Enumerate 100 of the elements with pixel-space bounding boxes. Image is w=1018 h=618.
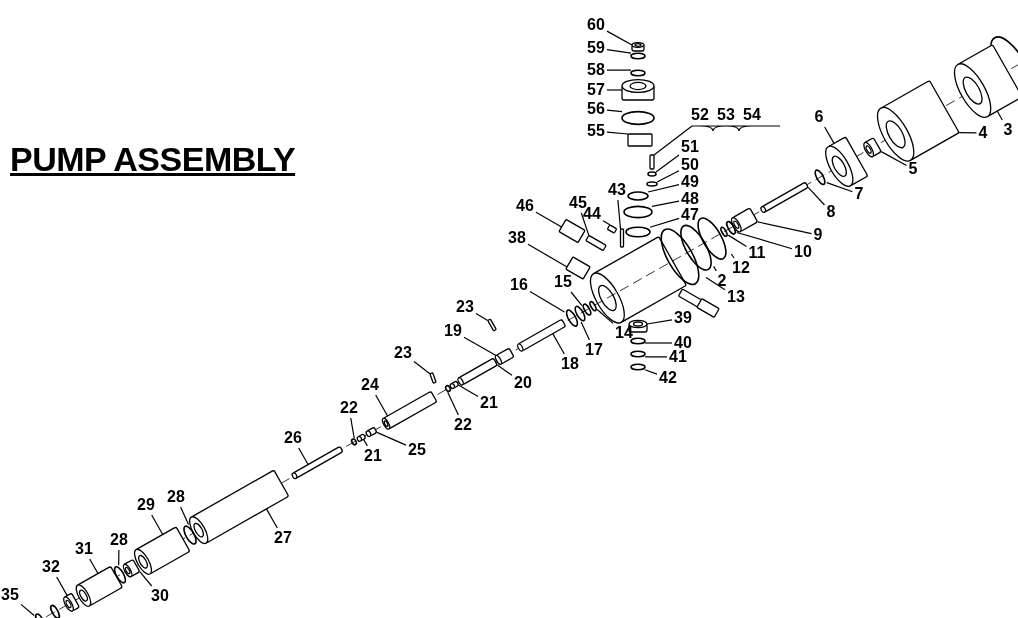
leader-line xyxy=(644,342,673,344)
pin-part xyxy=(606,224,618,234)
leader-line xyxy=(606,69,632,71)
leader-line xyxy=(807,186,826,206)
leader-line xyxy=(730,253,735,259)
cylinder-part xyxy=(953,44,1018,118)
leader-line xyxy=(151,514,164,536)
ring-part xyxy=(565,309,579,327)
callout-number: 20 xyxy=(514,375,532,391)
ring-part xyxy=(574,305,586,322)
leader-line xyxy=(651,200,680,207)
leader-line xyxy=(458,384,479,398)
leader-line xyxy=(362,438,368,447)
ring-part xyxy=(627,191,649,201)
leader-line xyxy=(413,360,431,375)
callout-number: 21 xyxy=(480,395,498,411)
leader-line xyxy=(727,234,748,248)
callout-number: 39 xyxy=(674,310,692,326)
pin-part xyxy=(429,372,437,384)
leader-line xyxy=(89,558,99,575)
callout-number: 29 xyxy=(137,497,155,513)
cylinder-part xyxy=(863,137,882,158)
leader-line xyxy=(644,369,658,375)
leader-line xyxy=(606,89,623,91)
callout-number: 43 xyxy=(608,182,626,198)
callout-number: 38 xyxy=(508,230,526,246)
callout-number: 28 xyxy=(167,489,185,505)
ring-part xyxy=(660,228,700,286)
ring-part xyxy=(630,350,646,358)
ring-part xyxy=(630,363,646,371)
callout-number: 11 xyxy=(748,245,766,261)
callout-number: 30 xyxy=(151,588,169,604)
callout-number: 3 xyxy=(1003,122,1013,138)
callout-number: 31 xyxy=(75,541,93,557)
callout-number: 59 xyxy=(587,40,605,56)
leader-line xyxy=(139,571,153,587)
leader-line xyxy=(606,49,632,54)
callout-number: 46 xyxy=(516,198,534,214)
ring-part xyxy=(680,224,712,271)
ring-part xyxy=(444,384,452,393)
leader-line xyxy=(647,184,680,193)
leader-line xyxy=(606,30,633,46)
ring-part xyxy=(621,110,655,126)
ring-part xyxy=(725,220,737,235)
leader-line xyxy=(552,333,565,355)
cylinder-part xyxy=(356,433,367,442)
ring-part xyxy=(646,181,658,187)
callout-number: 8 xyxy=(826,204,836,220)
leader-line xyxy=(475,312,489,322)
callout-number: 13 xyxy=(727,289,745,305)
callout-number: 22 xyxy=(340,400,358,416)
leader-line xyxy=(447,391,459,416)
callout-number: 26 xyxy=(284,430,302,446)
cylinder-part xyxy=(621,78,655,101)
ring-part xyxy=(625,226,651,238)
pin-part xyxy=(487,318,497,332)
leader-line xyxy=(606,131,629,135)
ring-part xyxy=(630,69,646,77)
callout-number: 51 xyxy=(681,139,699,155)
callout-number: 42 xyxy=(659,370,677,386)
ring-part xyxy=(697,217,727,260)
leader-line xyxy=(656,170,680,183)
leader-line xyxy=(602,220,611,226)
callout-number: 21 xyxy=(364,448,382,464)
leader-line xyxy=(617,199,622,230)
callout-number: 25 xyxy=(408,442,426,458)
leader-line xyxy=(653,125,693,156)
callout-number: 40 xyxy=(674,335,692,351)
leader-line xyxy=(824,126,835,144)
ring-part xyxy=(630,337,646,345)
callout-number: 16 xyxy=(510,277,528,293)
callout-number: 57 xyxy=(587,82,605,98)
ring-part xyxy=(630,52,646,60)
callout-number: 23 xyxy=(456,299,474,315)
callout-number: 49 xyxy=(681,174,699,190)
ring-part xyxy=(623,205,653,219)
leader-line xyxy=(56,576,68,597)
callout-number: 9 xyxy=(813,227,823,243)
cylinder-part xyxy=(631,41,645,52)
pin-part xyxy=(649,154,655,170)
pin-part xyxy=(619,228,625,248)
leader-line xyxy=(649,217,680,228)
callout-number: 52 xyxy=(691,107,709,123)
cylinder-part xyxy=(876,79,960,162)
cylinder-part xyxy=(63,592,81,612)
cylinder-part xyxy=(122,558,141,578)
cylinder-part xyxy=(730,207,759,233)
leader-line xyxy=(655,154,680,173)
ring-part xyxy=(647,171,657,177)
leader-line xyxy=(118,549,120,566)
ring-part xyxy=(589,300,597,312)
leader-line xyxy=(958,132,978,134)
cylinder-part xyxy=(365,426,378,438)
ring-part xyxy=(720,226,728,237)
cylinder-part xyxy=(825,136,869,187)
callout-number: 35 xyxy=(1,587,19,603)
callout-number: 28 xyxy=(110,532,128,548)
callout-number: 41 xyxy=(669,349,687,365)
leader-line xyxy=(527,243,568,268)
leader-line xyxy=(350,417,355,439)
